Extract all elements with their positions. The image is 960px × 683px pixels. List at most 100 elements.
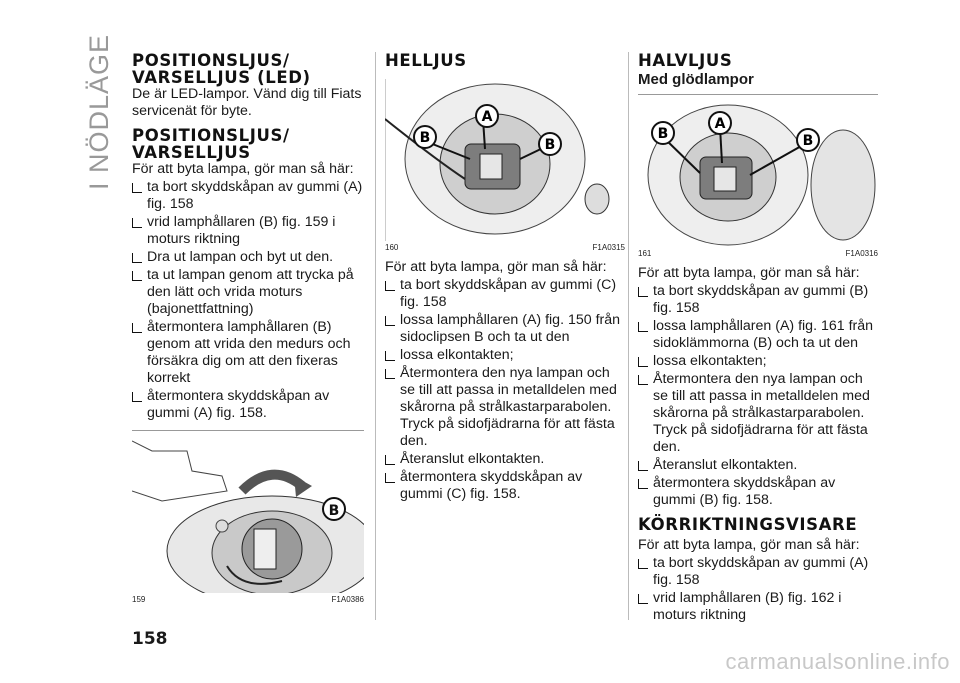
intro-text: För att byta lampa, gör man så här: (132, 161, 354, 177)
step-marker-icon (638, 594, 648, 604)
step-marker-icon (132, 218, 142, 228)
step-list: ta bort skyddskåpan av gummi (A) fig. 15… (638, 555, 878, 624)
figure-code: F1A0386 (331, 595, 364, 604)
step-marker-icon (638, 559, 648, 569)
step-text: återmontera skyddskåpan av gummi (C) fig… (400, 469, 583, 502)
step-item: lossa elkontakten; (385, 347, 625, 364)
step-text: Återanslut elkontakten. (653, 457, 798, 473)
step-text: lossa elkontakten; (400, 347, 514, 363)
intro-text: För att byta lampa, gör man så här: (385, 259, 607, 275)
step-marker-icon (385, 455, 395, 465)
step-item: återmontera skyddskåpan av gummi (C) fig… (385, 469, 625, 503)
step-item: vrid lamphållaren (B) fig. 162 i moturs … (638, 590, 878, 624)
column-divider (375, 52, 376, 620)
figure-161: B A B 161 F1A0316 (638, 94, 878, 258)
step-text: ta bort skyddskåpan av gummi (C) fig. 15… (400, 277, 617, 310)
paragraph-led-info: De är LED-lampor. Vänd dig till Fiats se… (132, 86, 362, 119)
step-text: ta bort skyddskåpan av gummi (A) fig. 15… (147, 179, 363, 212)
step-item: Återanslut elkontakten. (385, 451, 625, 468)
step-marker-icon (385, 281, 395, 291)
step-marker-icon (132, 253, 142, 263)
column-1: POSITIONSLJUS/ VARSELLJUS (LED) De är LE… (132, 52, 364, 604)
callout-b-right: B (803, 133, 814, 149)
step-text: lossa lamphållaren (A) fig. 161 från sid… (653, 318, 874, 351)
figure-160: B A B 160 F1A0315 (385, 79, 625, 252)
subheading-bulbs: Med glödlampor (638, 71, 754, 88)
step-marker-icon (385, 351, 395, 361)
step-marker-icon (385, 316, 395, 326)
figure-code: F1A0315 (592, 243, 625, 252)
step-marker-icon (132, 323, 142, 333)
heading-position-lights: POSITIONSLJUS/ VARSELLJUS (132, 126, 290, 162)
step-item: Återanslut elkontakten. (638, 457, 878, 474)
step-item: lossa lamphållaren (A) fig. 161 från sid… (638, 318, 878, 352)
step-marker-icon (638, 375, 648, 385)
step-marker-icon (385, 369, 395, 379)
step-text: återmontera skyddskåpan av gummi (B) fig… (653, 475, 836, 508)
step-item: ta bort skyddskåpan av gummi (C) fig. 15… (385, 277, 625, 311)
figure-159: B 159 F1A0386 (132, 430, 364, 604)
figure-caption: 159 F1A0386 (132, 595, 364, 604)
step-text: ta bort skyddskåpan av gummi (B) fig. 15… (653, 283, 869, 316)
step-item: lossa lamphållaren (A) fig. 150 från sid… (385, 312, 625, 346)
step-item: ta bort skyddskåpan av gummi (A) fig. 15… (132, 179, 364, 213)
step-text: lossa lamphållaren (A) fig. 150 från sid… (400, 312, 621, 345)
heading-low-beam: HALVLJUS (638, 51, 733, 70)
figure-code: F1A0316 (845, 249, 878, 258)
heading-led-position-lights: POSITIONSLJUS/ VARSELLJUS (LED) (132, 51, 311, 87)
heading-turn-signals: KÖRRIKTNINGSVISARE (638, 515, 858, 534)
step-text: Återmontera den nya lampan och se till a… (653, 371, 870, 455)
step-text: återmontera skyddskåpan av gummi (A) fig… (147, 388, 330, 421)
figure-161-illustration: B A B (647, 104, 876, 246)
step-marker-icon (638, 322, 648, 332)
step-item: återmontera skyddskåpan av gummi (B) fig… (638, 475, 878, 509)
figure-160-illustration: B A B (385, 79, 610, 241)
step-item: vrid lamphållaren (B) fig. 159 i moturs … (132, 214, 364, 248)
step-text: vrid lamphållaren (B) fig. 159 i moturs … (147, 214, 336, 247)
callout-b-left: B (420, 130, 431, 146)
step-text: vrid lamphållaren (B) fig. 162 i moturs … (653, 590, 842, 623)
intro-text: För att byta lampa, gör man så här: (638, 265, 860, 281)
watermark: carmanualsonline.info (725, 649, 950, 674)
step-list: ta bort skyddskåpan av gummi (C) fig. 15… (385, 277, 625, 503)
callout-b: B (329, 503, 340, 519)
callout-b-right: B (545, 137, 556, 153)
step-marker-icon (385, 473, 395, 483)
step-list: ta bort skyddskåpan av gummi (A) fig. 15… (132, 179, 364, 422)
step-text: återmontera lamphållaren (B) genom att v… (147, 319, 351, 386)
step-marker-icon (132, 271, 142, 281)
step-item: Återmontera den nya lampan och se till a… (385, 365, 625, 450)
figure-caption: 161 F1A0316 (638, 249, 878, 258)
figure-159-illustration: B (132, 440, 364, 593)
page-number: 158 (132, 629, 168, 649)
column-divider (628, 52, 629, 620)
intro-text: För att byta lampa, gör man så här: (638, 537, 860, 553)
step-text: Dra ut lampan och byt ut den. (147, 249, 334, 265)
callout-a: A (715, 116, 726, 132)
step-marker-icon (132, 183, 142, 193)
step-item: ta ut lampan genom att trycka på den lät… (132, 267, 364, 318)
step-marker-icon (638, 479, 648, 489)
callout-a: A (482, 109, 493, 125)
step-list: ta bort skyddskåpan av gummi (B) fig. 15… (638, 283, 878, 509)
heading-high-beam: HELLJUS (385, 51, 467, 70)
figure-caption: 160 F1A0315 (385, 243, 625, 252)
step-text: lossa elkontakten; (653, 353, 767, 369)
step-item: ta bort skyddskåpan av gummi (A) fig. 15… (638, 555, 878, 589)
step-item: Återmontera den nya lampan och se till a… (638, 371, 878, 456)
step-item: lossa elkontakten; (638, 353, 878, 370)
column-2: HELLJUS B A B 160 F1A0315 För att byta l… (385, 52, 625, 503)
step-text: ta ut lampan genom att trycka på den lät… (147, 267, 354, 317)
step-marker-icon (638, 461, 648, 471)
figure-number: 161 (638, 249, 652, 258)
chapter-tab-label: I NÖDLÄGE (84, 33, 114, 190)
step-item: återmontera lamphållaren (B) genom att v… (132, 319, 364, 387)
step-text: Återmontera den nya lampan och se till a… (400, 365, 617, 449)
step-item: återmontera skyddskåpan av gummi (A) fig… (132, 388, 364, 422)
step-marker-icon (638, 357, 648, 367)
step-marker-icon (638, 287, 648, 297)
step-item: ta bort skyddskåpan av gummi (B) fig. 15… (638, 283, 878, 317)
column-3: HALVLJUS Med glödlampor B A B 161 F1A031… (638, 52, 878, 624)
step-marker-icon (132, 392, 142, 402)
chapter-tab: I NÖDLÄGE (78, 34, 118, 190)
